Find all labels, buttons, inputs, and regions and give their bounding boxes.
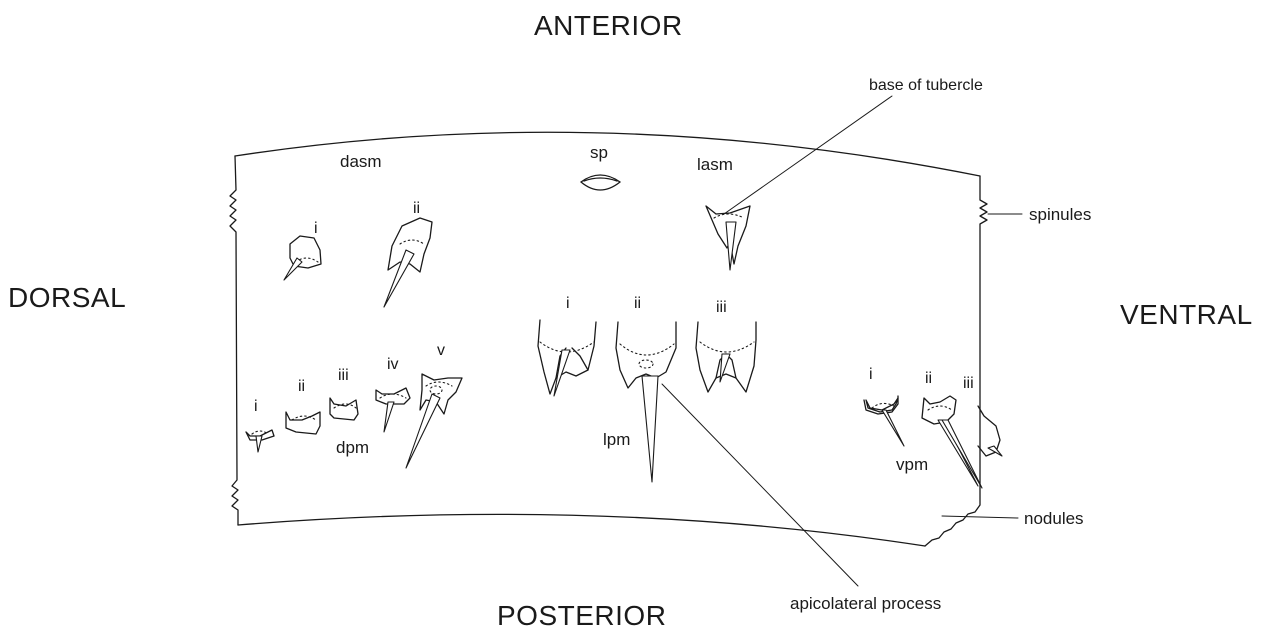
lasm-tubercle: [706, 206, 750, 270]
ventral-label: VENTRAL: [1120, 299, 1253, 331]
vpm-ii-tubercle: [922, 396, 982, 488]
dpm-ii-tubercle: [286, 412, 320, 434]
dpm-i-numeral: i: [254, 398, 258, 416]
dasm-ii-tubercle: [384, 218, 432, 307]
dasm-label: dasm: [340, 152, 382, 172]
dpm-i-tubercle: [246, 430, 274, 452]
segment-posterior-margin: [238, 514, 925, 546]
lpm-i-numeral: i: [566, 295, 570, 313]
vpm-i-numeral: i: [869, 366, 873, 384]
sp-label: sp: [590, 143, 608, 163]
spinules-label: spinules: [1029, 205, 1091, 225]
segment-dorsal-margin: [230, 156, 238, 525]
base-of-tubercle-label: base of tubercle: [869, 77, 983, 95]
dpm-iv-numeral: iv: [387, 356, 399, 374]
leader-base-of-tubercle: [724, 96, 892, 214]
dpm-iii-tubercle: [330, 398, 358, 420]
dasm-i-tubercle: [284, 236, 321, 280]
lpm-iii-numeral: iii: [716, 299, 727, 317]
vpm-iii-tubercle: [978, 406, 1002, 456]
lpm-ii-tubercle: [616, 322, 676, 482]
lpm-iii-tubercle: [696, 322, 756, 392]
apicolateral-process-label: apicolateral process: [790, 594, 941, 614]
dpm-iii-numeral: iii: [338, 367, 349, 385]
lpm-label: lpm: [603, 430, 630, 450]
dorsal-label: DORSAL: [8, 282, 126, 314]
dpm-ii-numeral: ii: [298, 378, 305, 396]
lpm-i-tubercle: [538, 320, 596, 396]
dasm-ii-numeral: ii: [413, 200, 420, 218]
vpm-label: vpm: [896, 455, 928, 475]
dpm-label: dpm: [336, 438, 369, 458]
vpm-i-tubercle: [864, 396, 904, 446]
lpm-ii-numeral: ii: [634, 295, 641, 313]
dpm-iv-tubercle: [376, 388, 410, 432]
anterior-label: ANTERIOR: [534, 10, 683, 42]
vpm-ii-numeral: ii: [925, 370, 932, 388]
dpm-v-numeral: v: [437, 342, 445, 360]
segment-ventral-margin: [925, 176, 987, 546]
vpm-iii-numeral: iii: [963, 375, 974, 393]
leader-apicolateral-process: [662, 384, 858, 586]
dasm-i-numeral: i: [314, 220, 318, 238]
posterior-label: POSTERIOR: [497, 600, 666, 632]
lasm-label: lasm: [697, 155, 733, 175]
nodules-label: nodules: [1024, 509, 1084, 529]
dpm-v-tubercle: [406, 374, 462, 468]
leader-nodules: [942, 516, 1018, 518]
